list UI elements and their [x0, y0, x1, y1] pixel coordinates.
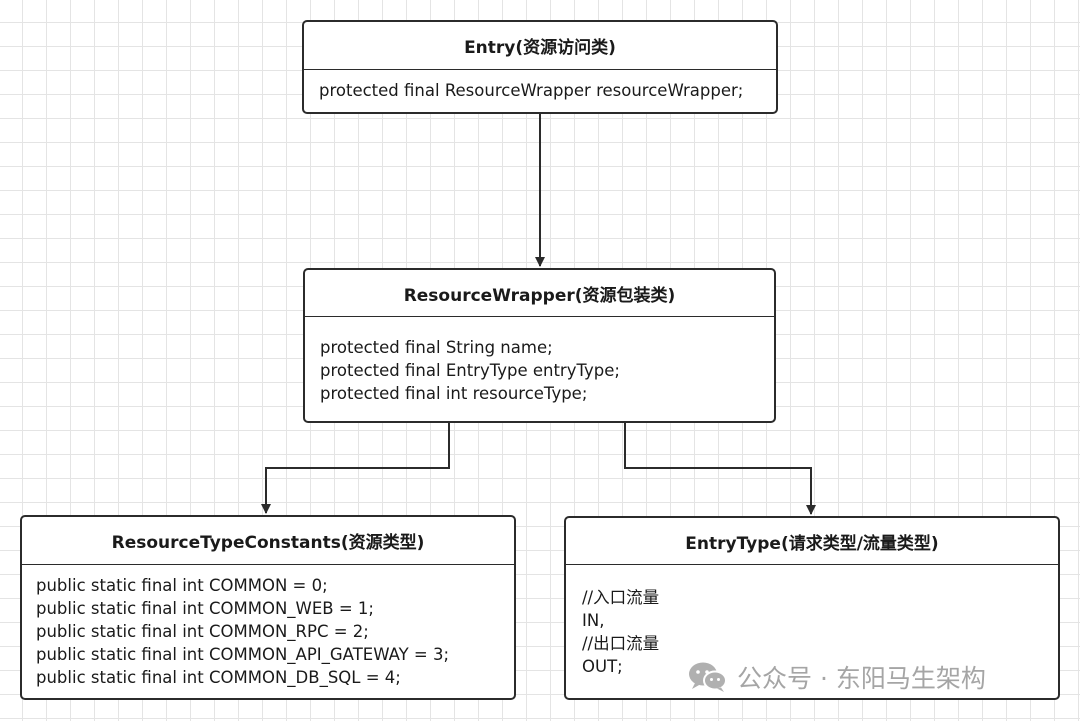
field-line: public static final int COMMON_WEB = 1;	[36, 599, 374, 618]
resourcetypeconstants-class-fields: public static final int COMMON = 0; publ…	[22, 565, 514, 689]
wechat-icon	[689, 662, 727, 692]
entry-class-box: Entry(资源访问类) protected final ResourceWra…	[302, 20, 778, 114]
entrytype-class-fields: //入口流量 IN, //出口流量 OUT;	[566, 565, 1058, 678]
resourcetypeconstants-class-title: ResourceTypeConstants(资源类型)	[22, 517, 514, 565]
resourcewrapper-class-box: ResourceWrapper(资源包装类) protected final S…	[303, 268, 776, 423]
comment-line: //入口流量	[582, 588, 660, 607]
field-line: protected final ResourceWrapper resource…	[319, 81, 744, 100]
resourcewrapper-class-title: ResourceWrapper(资源包装类)	[305, 270, 774, 317]
entry-class-title: Entry(资源访问类)	[304, 22, 776, 70]
entrytype-class-box: EntryType(请求类型/流量类型) //入口流量 IN, //出口流量 O…	[564, 516, 1060, 700]
field-line: public static final int COMMON_RPC = 2;	[36, 622, 369, 641]
field-line: public static final int COMMON_API_GATEW…	[36, 645, 450, 664]
field-line: public static final int COMMON_DB_SQL = …	[36, 668, 401, 687]
field-line: protected final int resourceType;	[320, 384, 588, 403]
arrow-wrapper-to-constants	[261, 423, 450, 514]
resourcetypeconstants-class-box: ResourceTypeConstants(资源类型) public stati…	[20, 515, 516, 700]
watermark: 公众号 · 东阳马生架构	[687, 659, 986, 695]
watermark-text: 公众号 · 东阳马生架构	[737, 664, 986, 693]
enum-value: IN,	[582, 611, 605, 630]
resourcewrapper-class-fields: protected final String name; protected f…	[305, 317, 774, 405]
entrytype-class-title: EntryType(请求类型/流量类型)	[566, 518, 1058, 565]
field-line: protected final EntryType entryType;	[320, 361, 620, 380]
entry-class-fields: protected final ResourceWrapper resource…	[304, 70, 776, 102]
enum-value: OUT;	[582, 657, 623, 676]
field-line: protected final String name;	[320, 338, 553, 357]
comment-line: //出口流量	[582, 634, 660, 653]
field-line: public static final int COMMON = 0;	[36, 576, 328, 595]
arrow-wrapper-to-entrytype	[624, 423, 816, 515]
